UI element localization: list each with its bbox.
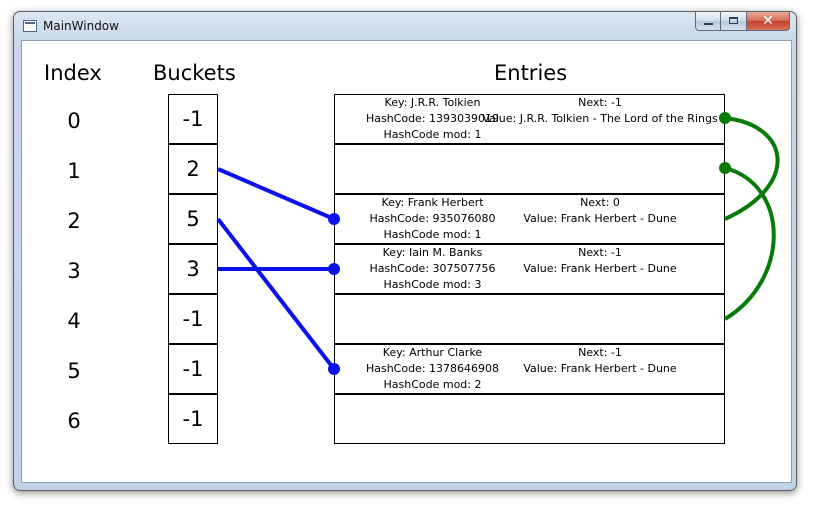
entry-next: Next: -1 xyxy=(578,96,622,109)
close-button[interactable]: ✕ xyxy=(747,12,790,31)
entry-next: Next: 0 xyxy=(580,196,620,209)
index-label: 0 xyxy=(67,109,81,133)
entry-hashcode-mod: HashCode mod: 1 xyxy=(383,228,482,241)
entry-key: Key: Frank Herbert xyxy=(381,196,484,209)
index-label: 2 xyxy=(67,209,81,233)
entry-hashcode: HashCode: 1393039019 xyxy=(365,112,500,125)
index-label: 3 xyxy=(67,259,81,283)
bucket-cell: 3 xyxy=(168,244,218,294)
entry-hashcode-mod: HashCode mod: 1 xyxy=(383,128,482,141)
entry-hashcode: HashCode: 307507756 xyxy=(369,262,496,275)
entry-value: Value: J.R.R. Tolkien - The Lord of the … xyxy=(482,112,718,125)
index-label: 1 xyxy=(67,159,81,183)
app-window-icon xyxy=(23,20,37,32)
entry-value: Value: Frank Herbert - Dune xyxy=(523,262,677,275)
title-bar[interactable]: MainWindow ✕ xyxy=(14,12,796,40)
entry-cell xyxy=(334,294,725,344)
index-header: Index xyxy=(44,61,102,85)
entry-cell xyxy=(334,394,725,444)
entry-cell: Key: J.R.R. Tolkien HashCode: 1393039019… xyxy=(334,94,725,144)
close-icon: ✕ xyxy=(762,13,774,29)
buckets-header: Buckets xyxy=(153,61,236,85)
entry-hashcode: HashCode: 1378646908 xyxy=(365,362,500,375)
entry-hashcode: HashCode: 935076080 xyxy=(369,212,496,225)
entry-hashcode-mod: HashCode mod: 3 xyxy=(383,278,482,291)
entry-next: Next: -1 xyxy=(578,246,622,259)
minimize-button[interactable] xyxy=(695,12,721,31)
bucket-cell: -1 xyxy=(168,394,218,444)
entry-cell: Key: Arthur Clarke HashCode: 1378646908 … xyxy=(334,344,725,394)
entry-cell: Key: Frank Herbert HashCode: 935076080 H… xyxy=(334,194,725,244)
entry-cell xyxy=(334,144,725,194)
entry-key: Key: Iain M. Banks xyxy=(382,246,483,259)
bucket-cell: 5 xyxy=(168,194,218,244)
bucket-cell: 2 xyxy=(168,144,218,194)
entry-key: Key: Arthur Clarke xyxy=(382,346,483,359)
index-label: 4 xyxy=(67,309,81,333)
maximize-button[interactable] xyxy=(721,12,747,31)
index-label: 6 xyxy=(67,409,81,433)
entries-header: Entries xyxy=(494,61,568,85)
bucket-cell: -1 xyxy=(168,344,218,394)
entry-cell: Key: Iain M. Banks HashCode: 307507756 H… xyxy=(334,244,725,294)
entry-value: Value: Frank Herbert - Dune xyxy=(523,212,677,225)
entry-value: Value: Frank Herbert - Dune xyxy=(523,362,677,375)
bucket-cell: -1 xyxy=(168,94,218,144)
entry-key: Key: J.R.R. Tolkien xyxy=(384,96,481,109)
entry-next: Next: -1 xyxy=(578,346,622,359)
index-label: 5 xyxy=(67,359,81,383)
bucket-cell: -1 xyxy=(168,294,218,344)
window-title: MainWindow xyxy=(43,19,119,33)
entry-hashcode-mod: HashCode mod: 2 xyxy=(383,378,482,391)
caption-buttons: ✕ xyxy=(695,12,790,32)
